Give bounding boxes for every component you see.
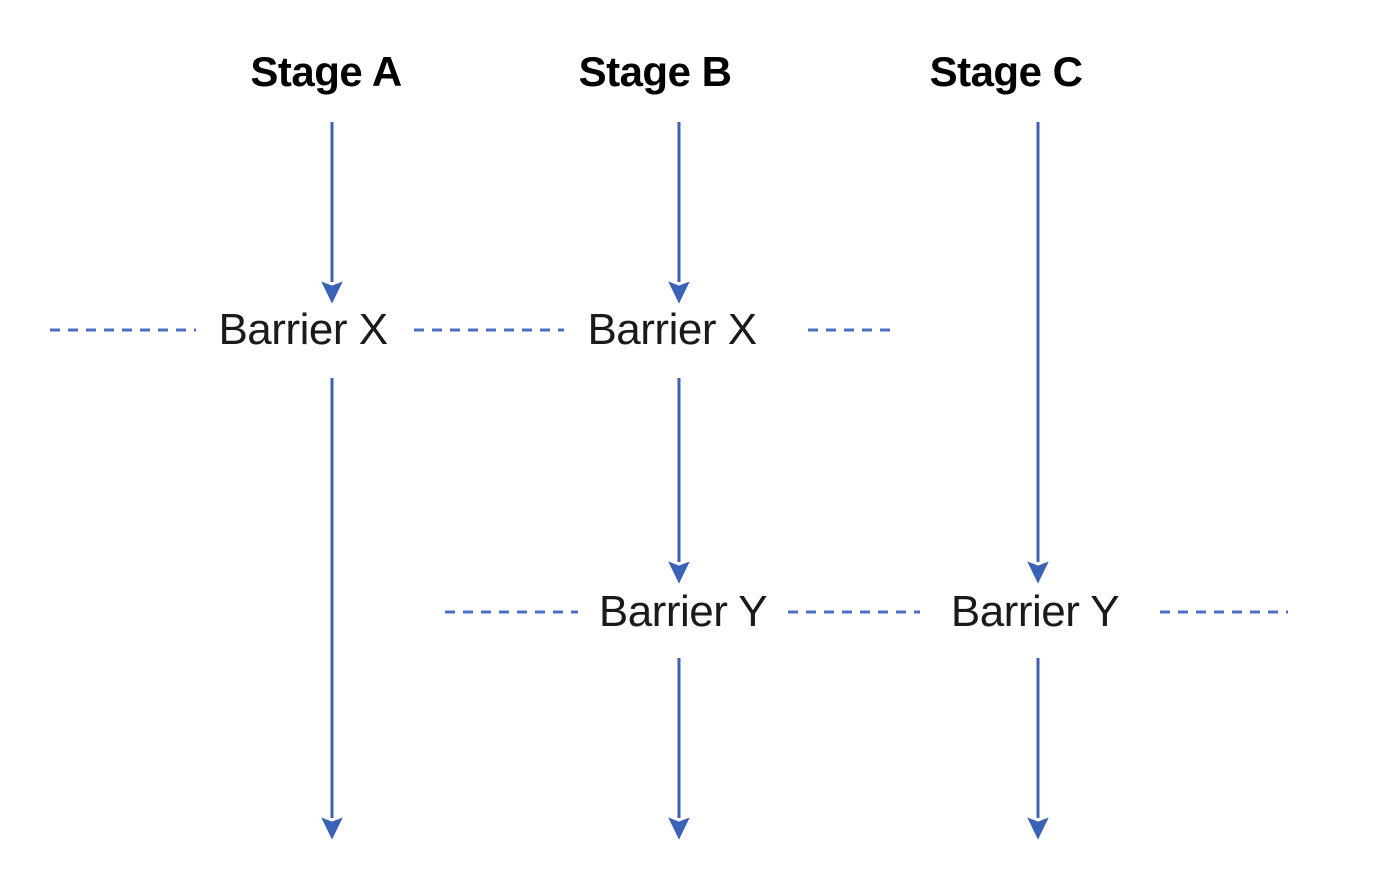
- node-stage-a-barrier-x: Barrier X: [218, 305, 388, 354]
- node-stage-c-barrier-y: Barrier Y: [950, 587, 1120, 636]
- dashed-link-group: [50, 328, 1288, 614]
- stage-title-a: Stage A: [250, 48, 402, 95]
- arrow-group: [321, 122, 1049, 840]
- node-stage-b-barrier-y: Barrier Y: [598, 587, 768, 636]
- node-stage-b-barrier-x: Barrier X: [587, 305, 757, 354]
- stage-title-b: Stage B: [578, 48, 732, 95]
- stage-title-c: Stage C: [929, 48, 1083, 95]
